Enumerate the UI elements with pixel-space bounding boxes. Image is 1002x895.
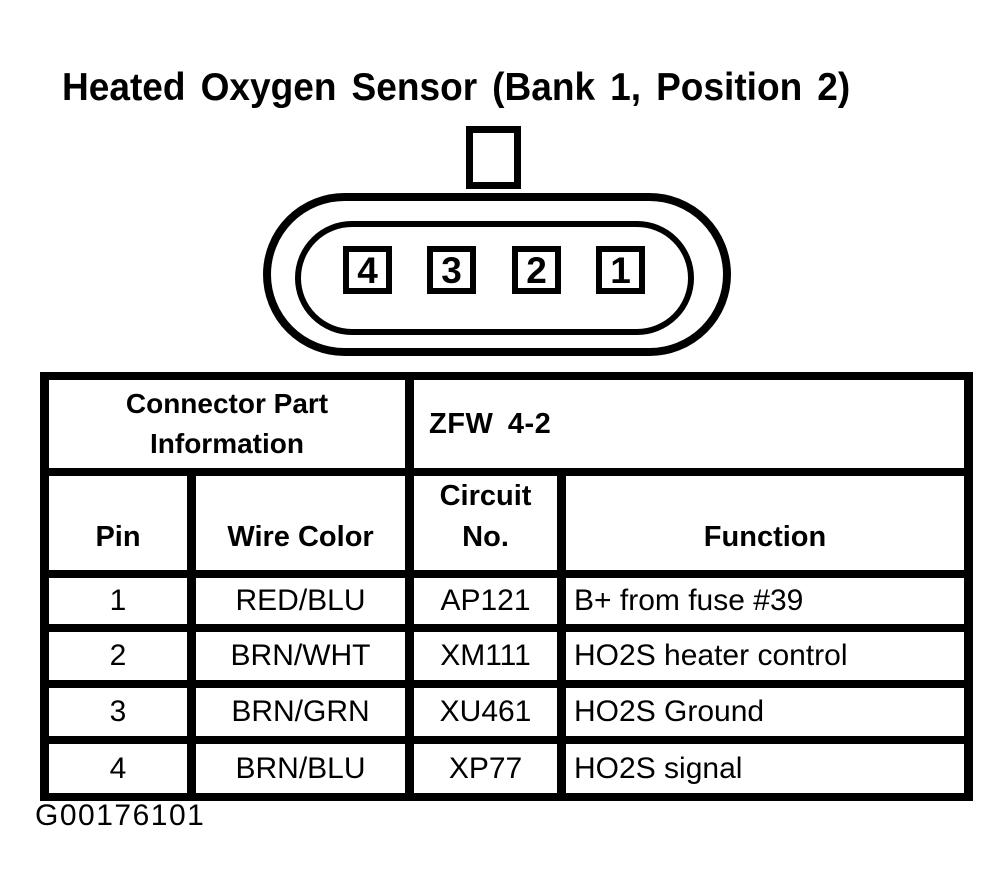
connector-part-number-cell: ZFW 4-2 [405,372,974,476]
wire-color-cell: BRN/WHT [186,624,415,688]
circuit-no-cell: XM111 [405,624,567,688]
pin-cell: 2 [40,624,196,688]
column-header-pin: Pin [40,468,196,578]
circuit-no-cell: XU461 [405,680,567,744]
table-row-pin-2: 2 BRN/WHT XM111 HO2S heater control [40,624,974,688]
wire-color-cell: RED/BLU [186,570,415,632]
pin-cell: 4 [40,736,196,801]
function-cell: HO2S heater control [557,624,974,688]
pinout-table: Connector Part Information ZFW 4-2 Pin W… [39,372,974,801]
function-cell: B+ from fuse #39 [557,570,974,632]
pin-4-label: 4 [357,249,378,291]
wire-color-cell: BRN/GRN [186,680,415,744]
connector-pin-3: 3 [427,246,476,294]
pin-2-label: 2 [526,249,547,291]
column-header-wire-color: Wire Color [186,468,415,578]
circuit-no-cell: AP121 [405,570,567,632]
connector-pin-1: 1 [596,246,645,294]
pin-cell: 1 [40,570,196,632]
connector-pin-4: 4 [343,246,392,294]
pin-1-label: 1 [610,249,631,291]
connector-lock-tab [466,126,521,189]
connector-pin-2: 2 [512,246,561,294]
connector-part-info-cell: Connector Part Information [39,372,415,476]
table-row-pin-1: 1 RED/BLU AP121 B+ from fuse #39 [40,570,974,632]
table-row-pin-4: 4 BRN/BLU XP77 HO2S signal [40,736,974,801]
table-row-part-info: Connector Part Information ZFW 4-2 [39,372,974,476]
circuit-no-cell: XP77 [405,736,567,801]
column-header-function: Function [557,468,974,578]
table-header-row: Pin Wire Color Circuit No. Function [40,468,974,578]
column-header-circuit-no: Circuit No. [405,468,567,578]
pin-cell: 3 [40,680,196,744]
pin-3-label: 3 [441,249,462,291]
wire-color-cell: BRN/BLU [186,736,415,801]
function-cell: HO2S Ground [557,680,974,744]
page-title: Heated Oxygen Sensor (Bank 1, Position 2… [62,66,851,109]
table-row-pin-3: 3 BRN/GRN XU461 HO2S Ground [40,680,974,744]
figure-id-label: G00176101 [35,799,206,832]
function-cell: HO2S signal [557,736,974,801]
